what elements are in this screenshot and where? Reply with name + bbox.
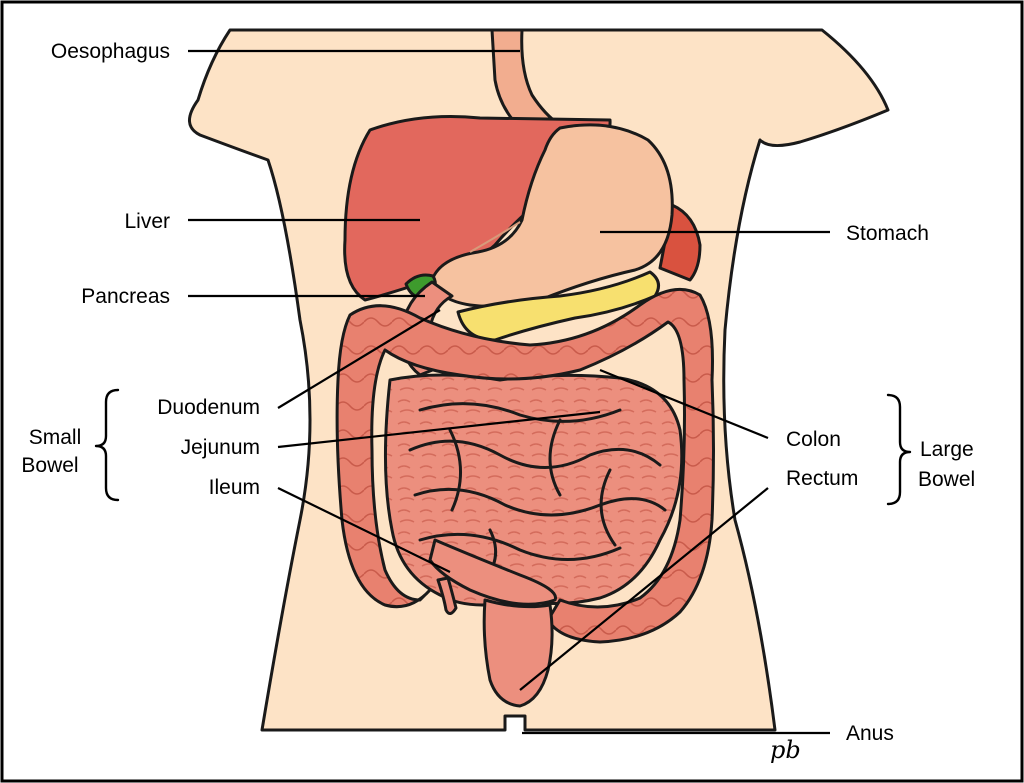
- stomach-shading: [469, 221, 521, 253]
- label-oesophagus: Oesophagus: [51, 40, 170, 63]
- small-intestine-coils: [408, 402, 667, 587]
- colon-organ: [335, 287, 715, 644]
- label-liver: Liver: [124, 210, 170, 233]
- label-large-bowel-2: Bowel: [918, 468, 975, 491]
- oesophagus-organ: [490, 28, 562, 130]
- label-duodenum: Duodenum: [157, 396, 260, 419]
- label-rectum: Rectum: [786, 467, 858, 490]
- label-large-bowel-1: Large: [920, 438, 974, 461]
- artist-signature: pb: [770, 736, 801, 764]
- appendix-organ: [436, 576, 458, 615]
- label-ileum: Ileum: [209, 476, 260, 499]
- rectum-organ: [482, 598, 554, 708]
- label-anus: Anus: [846, 722, 894, 745]
- large-bowel-brace: [886, 393, 912, 506]
- label-colon: Colon: [786, 428, 841, 451]
- ileum-terminal: [428, 538, 558, 606]
- small-bowel-brace: [94, 388, 120, 502]
- leader-lines: [188, 49, 830, 735]
- label-small-bowel-1: Small: [29, 426, 82, 449]
- label-small-bowel-2: Bowel: [21, 454, 78, 477]
- label-stomach: Stomach: [846, 222, 929, 245]
- label-jejunum: Jejunum: [181, 436, 260, 459]
- label-pancreas: Pancreas: [81, 285, 170, 308]
